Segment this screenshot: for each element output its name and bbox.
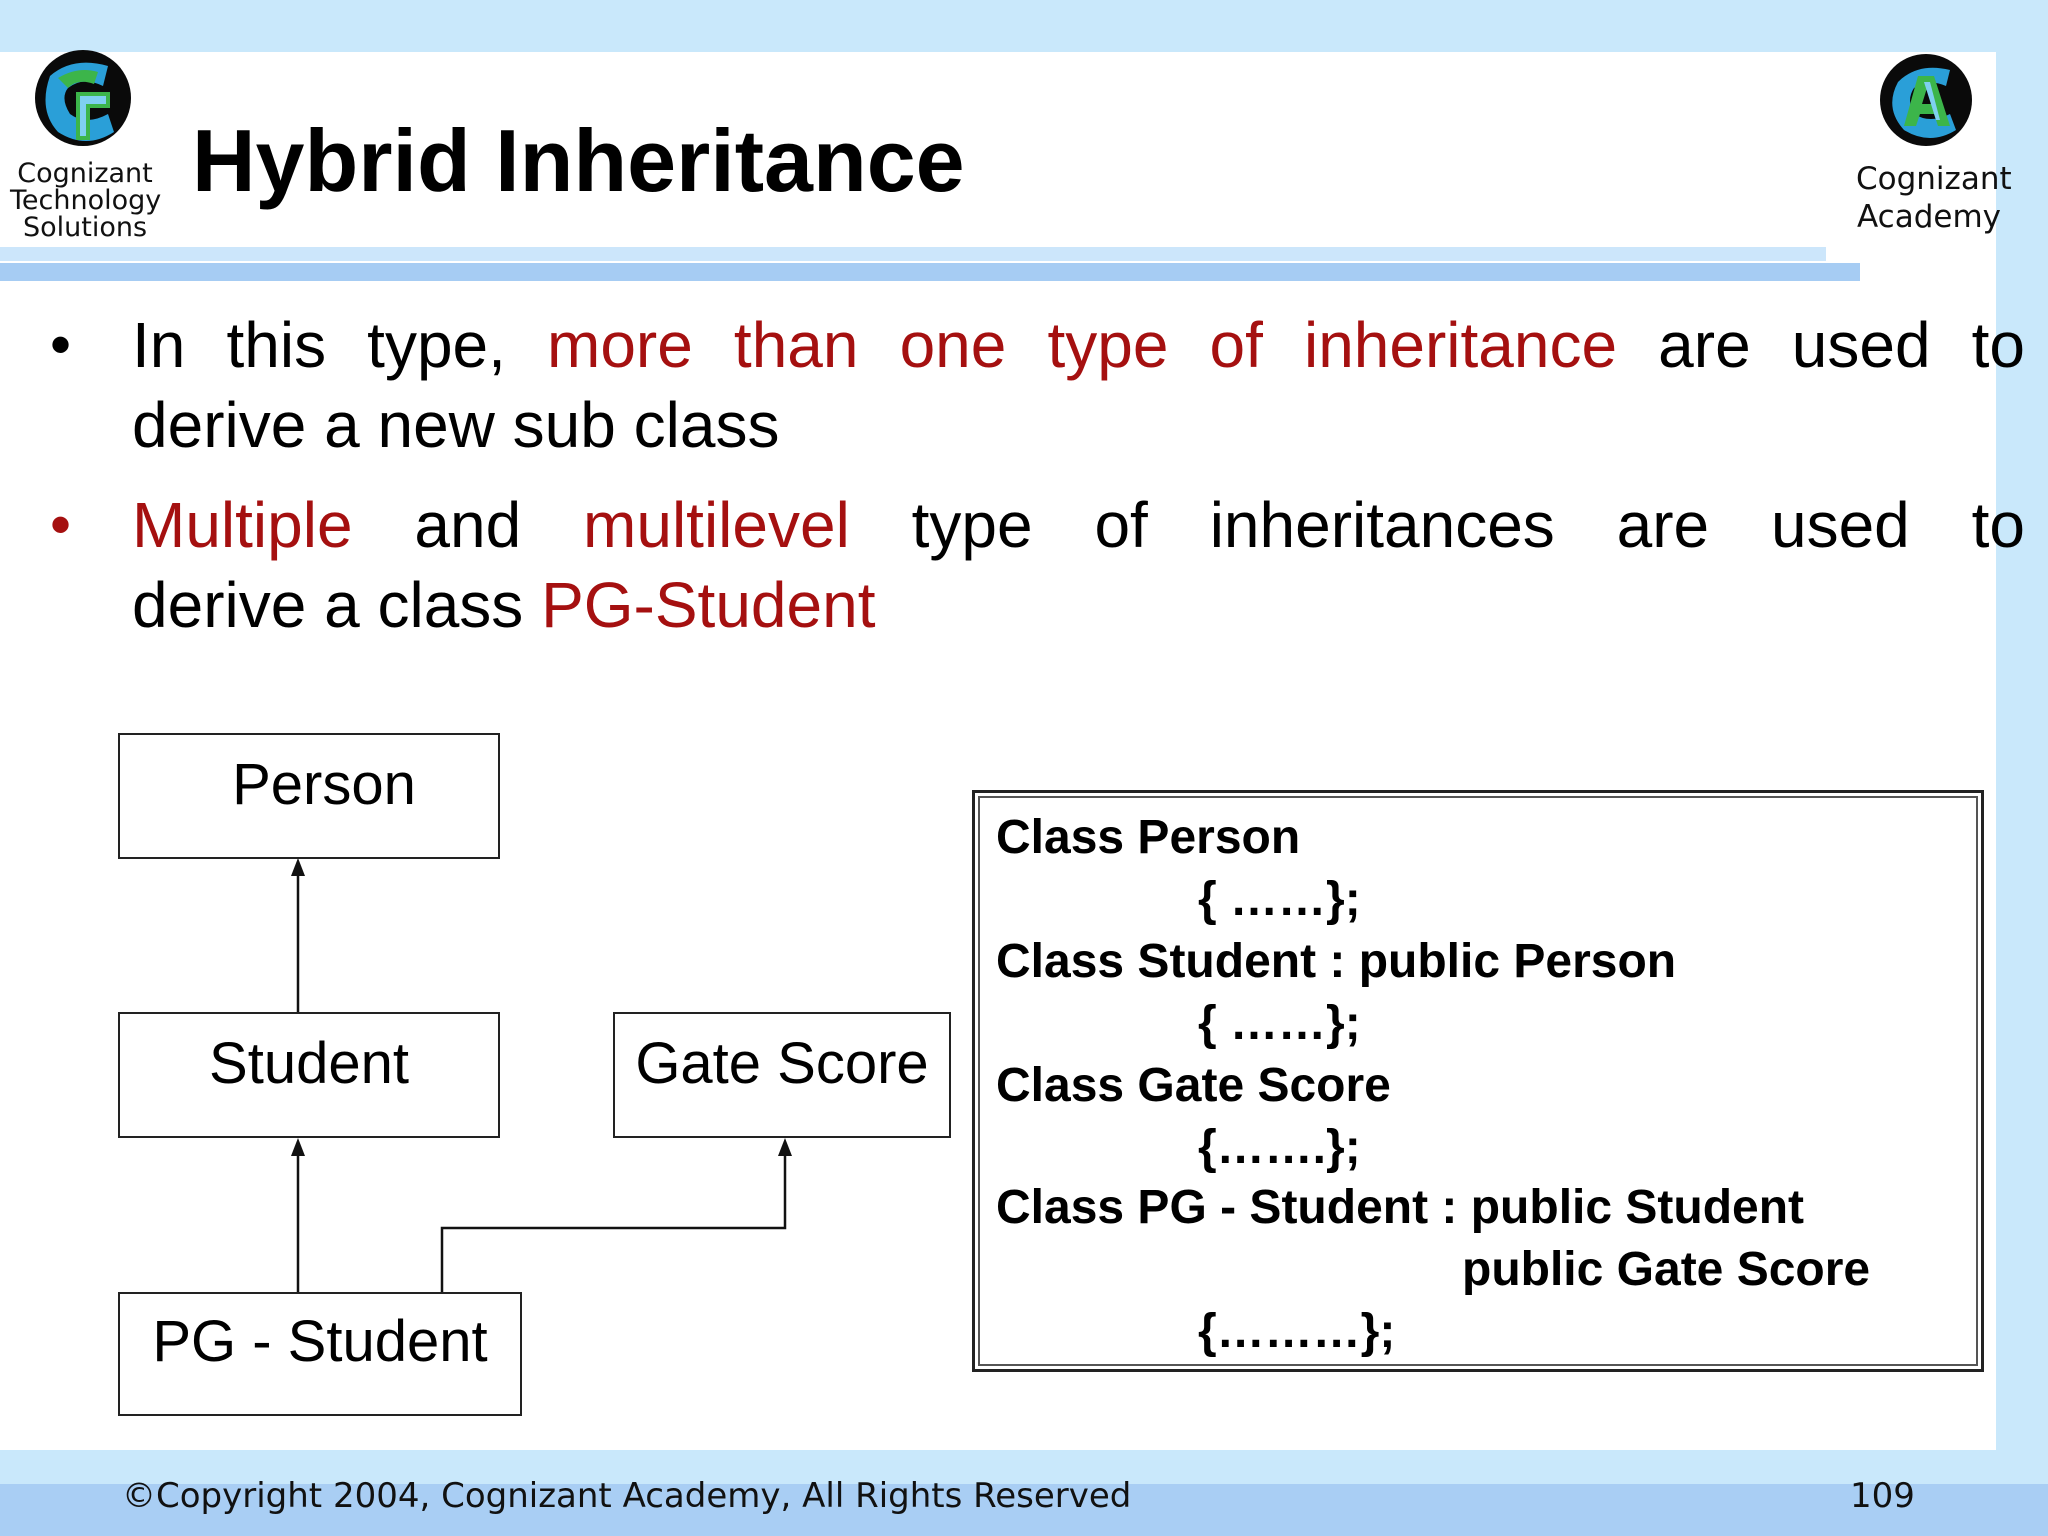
academy-globe-icon [1880, 54, 1972, 146]
bullet-1: • In this type, more than one type of in… [50, 308, 2025, 468]
bullet-highlight: multilevel [583, 489, 850, 561]
bullet-text: In this type, [132, 309, 547, 381]
cognizant-academy-logo: Cognizant Academy [1856, 50, 2012, 240]
bullet-dot: • [50, 491, 72, 558]
bullet-text: are used to [1617, 309, 2025, 381]
bullet-highlight: Multiple [132, 489, 353, 561]
person-box: Person [118, 733, 500, 859]
code-line-9: {………}; [1198, 1305, 1396, 1358]
title-divider [0, 263, 1860, 281]
pg-student-label: PG - Student [152, 1309, 488, 1374]
logo-left-line-1: Cognizant [17, 158, 153, 189]
footer-band [0, 1484, 2048, 1536]
copyright-text: ©Copyright 2004, Cognizant Academy, All … [122, 1476, 1132, 1516]
page-number: 109 [1850, 1476, 1915, 1516]
title-divider-light [0, 247, 1826, 261]
student-box: Student [118, 1012, 500, 1138]
bullet-dot: • [50, 311, 72, 378]
code-line-6: {…….}; [1198, 1121, 1361, 1174]
logo-left-line-2: Technology [10, 185, 162, 216]
pg-student-box: PG - Student [118, 1292, 522, 1416]
arrowhead-gate-score [778, 1138, 792, 1156]
cognizant-technology-solutions-logo: Cognizant Technology Solutions [10, 48, 162, 248]
arrowhead-person [291, 858, 305, 876]
code-line-8: public Gate Score [1462, 1243, 1871, 1296]
code-line-4: { ……}; [1198, 997, 1361, 1050]
bullet-2: • Multiple and multilevel type of inheri… [50, 488, 2025, 648]
code-line-5: Class Gate Score [996, 1059, 1391, 1112]
code-line-3: Class Student : public Person [996, 935, 1677, 988]
code-line-7: Class PG - Student : public Student [996, 1181, 1805, 1234]
bullet-text: and [352, 489, 584, 561]
bullet-2-line-2: derive a class PG-Student [132, 568, 875, 642]
bullet-1-line-1: In this type, more than one type of inhe… [132, 308, 2025, 382]
bullet-text: type of inheritances are used to [849, 489, 2026, 561]
code-line-1: Class Person [996, 811, 1301, 864]
person-label: Person [232, 752, 416, 817]
footer-band-light [0, 1450, 2048, 1484]
bullet-2-line-1: Multiple and multilevel type of inherita… [132, 488, 2025, 562]
logo-right-line-2: Academy [1857, 199, 2001, 235]
gate-score-label: Gate Score [635, 1031, 929, 1096]
code-snippet-box [972, 790, 1984, 1372]
arrowhead-student [291, 1138, 305, 1156]
gate-score-box: Gate Score [613, 1012, 951, 1138]
globe-icon [35, 50, 131, 146]
bullet-1-line-2: derive a new sub class [132, 389, 780, 461]
bullet-highlight: PG-Student [541, 569, 876, 641]
logo-left-line-3: Solutions [22, 212, 148, 243]
code-line-2: { ……}; [1198, 873, 1361, 926]
bullet-text: derive a class [132, 569, 542, 641]
slide-title: Hybrid Inheritance [192, 111, 965, 210]
right-border-band [1996, 0, 2048, 1536]
student-label: Student [209, 1031, 409, 1096]
logo-right-line-1: Cognizant [1856, 161, 2012, 197]
bullet-highlight: more than one type of inheritance [547, 309, 1618, 381]
